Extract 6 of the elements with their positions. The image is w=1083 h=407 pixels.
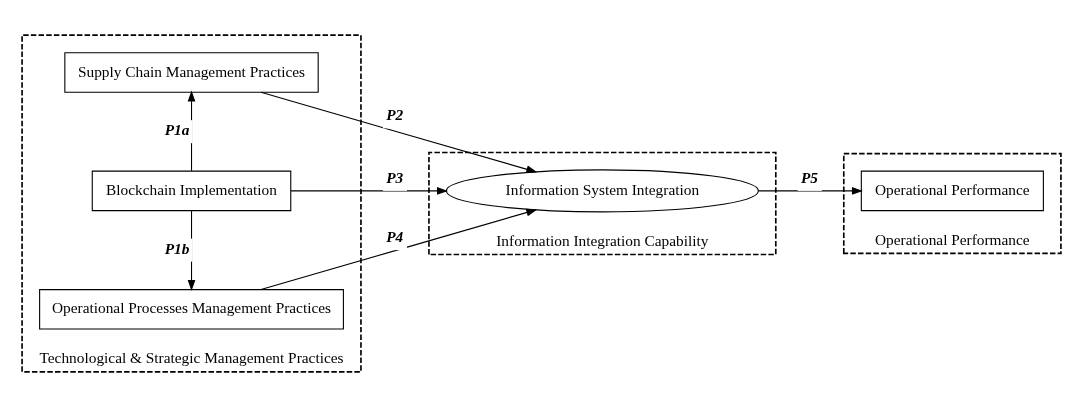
edge-label: P1b bbox=[164, 239, 190, 257]
edge-label: P1a bbox=[164, 121, 190, 139]
edge-label: P2 bbox=[386, 106, 404, 124]
edge-label: P4 bbox=[386, 228, 404, 246]
edge-label: P3 bbox=[386, 168, 404, 186]
edge-label: P5 bbox=[801, 168, 819, 186]
